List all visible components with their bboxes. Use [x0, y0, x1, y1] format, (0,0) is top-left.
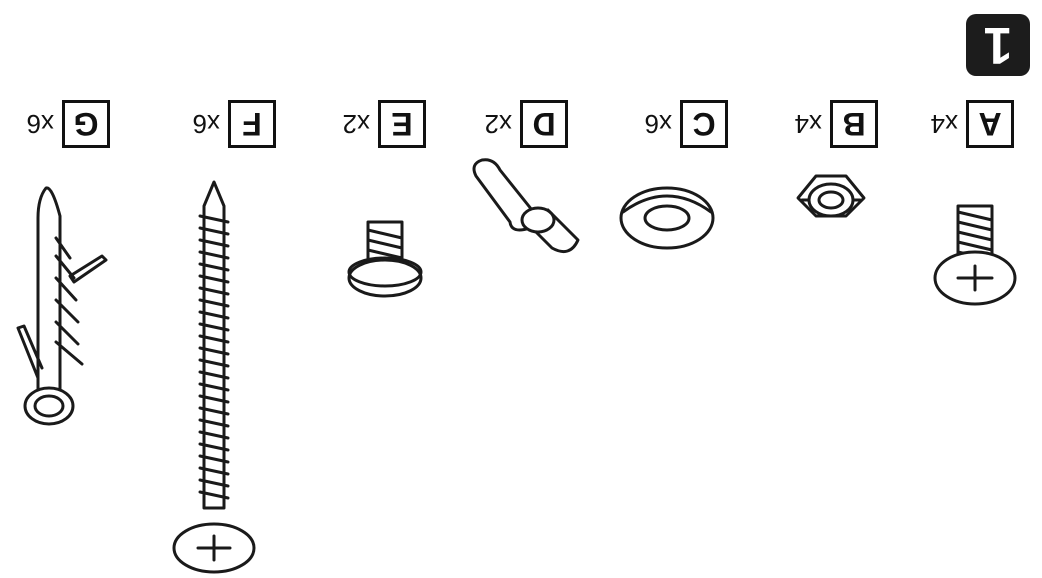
wall-plug-icon [16, 186, 108, 426]
hex-nut-icon [796, 174, 866, 218]
long-screw-icon [172, 180, 256, 574]
wing-bracket-icon [472, 158, 580, 254]
short-bolt-icon [347, 220, 423, 298]
washer-icon [619, 186, 715, 250]
pan-head-screw-icon [933, 204, 1017, 306]
